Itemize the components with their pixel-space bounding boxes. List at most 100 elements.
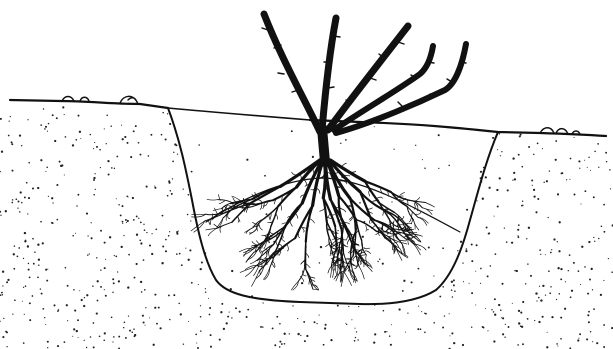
soil-speck (520, 134, 522, 136)
soil-speck (495, 253, 497, 255)
soil-speck (264, 175, 266, 177)
soil-speck (104, 289, 105, 290)
soil-speck (507, 189, 509, 191)
soil-speck (405, 332, 406, 333)
soil-speck (383, 310, 385, 312)
soil-speck (133, 219, 135, 221)
soil-speck (517, 235, 518, 236)
soil-speck (548, 270, 550, 272)
soil-speck (1, 292, 3, 294)
soil-speck (457, 250, 458, 251)
soil-speck (28, 162, 30, 164)
root-strand (411, 212, 412, 218)
soil-speck (134, 335, 136, 337)
soil-speck (512, 303, 513, 304)
soil-speck (540, 254, 541, 255)
soil-speck (543, 182, 544, 183)
soil-speck (402, 290, 404, 292)
soil-speck (465, 250, 467, 252)
soil-speck (355, 337, 356, 338)
soil-speck (169, 123, 171, 125)
soil-speck (433, 322, 435, 324)
soil-speck (23, 258, 24, 259)
soil-speck (357, 339, 358, 340)
soil-speck (124, 322, 126, 324)
soil-speck (172, 161, 174, 163)
soil-speck (47, 131, 48, 132)
soil-speck (188, 259, 190, 261)
soil-speck (452, 296, 454, 298)
soil-speck (93, 194, 95, 196)
soil-speck (589, 279, 591, 281)
soil-speck (281, 343, 283, 345)
soil-speck (556, 299, 557, 300)
soil-speck (522, 301, 524, 303)
soil-speck (24, 196, 26, 198)
ground-line-over-hole (168, 108, 310, 120)
soil-speck (97, 300, 99, 302)
soil-speck (6, 346, 7, 347)
soil-speck (486, 227, 488, 229)
soil-speck (129, 330, 131, 332)
soil-speck (279, 323, 281, 325)
soil-speck (323, 344, 325, 346)
soil-speck (494, 314, 496, 316)
soil-speck (603, 346, 605, 348)
soil-speck (471, 260, 473, 262)
soil-speck (512, 179, 513, 180)
soil-speck (220, 311, 222, 313)
soil-speck (600, 294, 602, 296)
root-strand (207, 199, 218, 200)
soil-speck (73, 328, 75, 330)
soil-speck (64, 114, 65, 115)
soil-speck (291, 130, 293, 132)
soil-speck (558, 250, 560, 252)
soil-speck (0, 118, 2, 120)
soil-speck (114, 168, 115, 169)
root-strand (347, 239, 350, 245)
soil-speck (100, 230, 102, 232)
soil-speck (17, 256, 19, 258)
soil-speck (92, 285, 94, 287)
root-strand (287, 245, 288, 251)
soil-speck (33, 263, 35, 265)
soil-speck (188, 194, 190, 196)
soil-speck (521, 205, 523, 207)
soil-speck (528, 146, 530, 148)
soil-speck (603, 280, 604, 281)
soil-speck (100, 286, 102, 288)
soil-speck (126, 195, 128, 197)
soil-speck (189, 249, 191, 251)
soil-speck (555, 140, 557, 142)
soil-speck (512, 157, 514, 159)
soil-speck (188, 321, 189, 322)
soil-speck (127, 286, 129, 288)
soil-speck (19, 135, 21, 137)
soil-speck (573, 193, 575, 195)
soil-speck (463, 281, 464, 282)
soil-speck (72, 235, 74, 237)
soil-speck (517, 344, 519, 346)
soil-speck (115, 256, 117, 258)
soil-speck (588, 311, 590, 313)
root-strand (259, 225, 262, 230)
root-strand (320, 208, 325, 211)
soil-speck (407, 312, 408, 313)
soil-speck (93, 322, 95, 324)
soil-speck (505, 324, 506, 325)
soil-speck (22, 301, 23, 302)
soil-speck (358, 306, 359, 307)
soil-speck (40, 124, 42, 126)
soil-speck (15, 198, 17, 200)
soil-speck (536, 300, 537, 301)
soil-speck (606, 161, 607, 162)
soil-speck (62, 106, 64, 108)
soil-speck (52, 222, 54, 224)
soil-speck (185, 248, 186, 249)
soil-speck (351, 319, 352, 320)
soil-speck (136, 263, 138, 265)
root-strand (366, 225, 367, 231)
soil-speck (112, 278, 114, 280)
soil-speck (205, 291, 206, 292)
